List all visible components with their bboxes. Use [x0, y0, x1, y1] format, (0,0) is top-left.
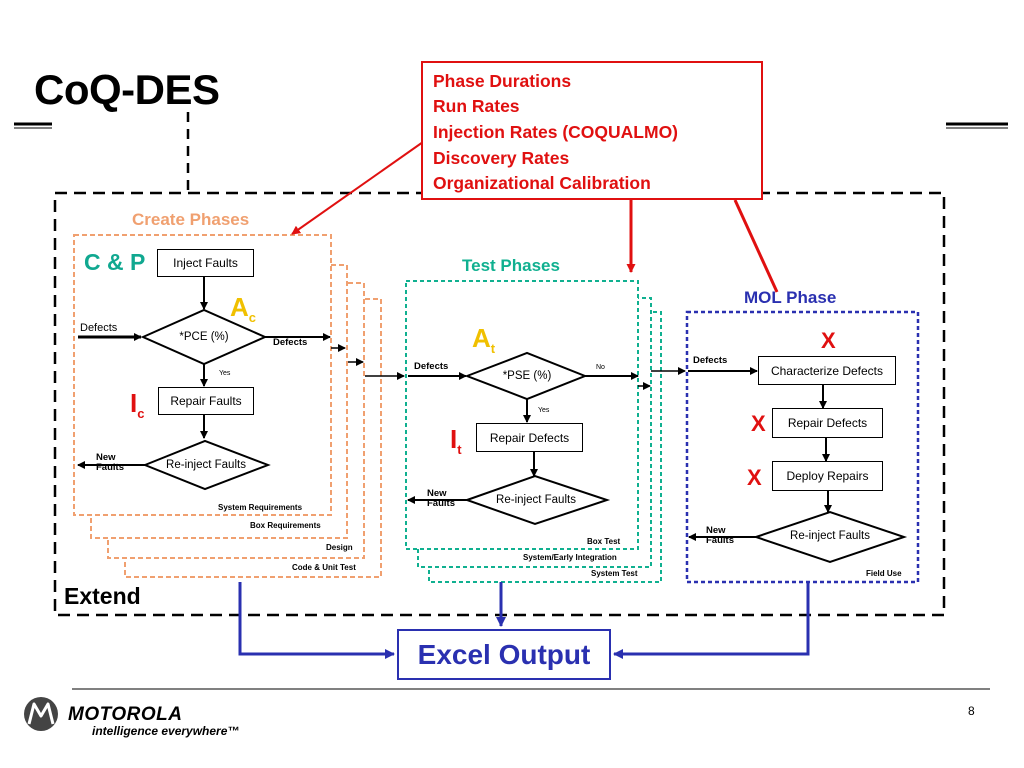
create-defects-in: Defects	[80, 322, 118, 334]
create-to-excel	[238, 582, 395, 659]
param-item: Run Rates	[433, 96, 520, 116]
param-arrow-create	[291, 141, 424, 235]
test-phases-title: Test Phases	[462, 256, 560, 275]
create-phases-title: Create Phases	[132, 210, 250, 229]
create-defects-out: Defects	[273, 337, 308, 348]
create-stack-1: System Requirements	[218, 503, 303, 512]
test-no: No	[596, 364, 605, 371]
pce-label: *PCE (%)	[179, 331, 229, 343]
param-item: Phase Durations	[433, 71, 572, 91]
at-label: At	[472, 323, 496, 357]
mol-x-2: X	[751, 411, 766, 436]
test-stack-2: System/Early Integration	[523, 553, 617, 562]
deploy-repairs-box: Deploy Repairs	[772, 461, 883, 491]
mol-to-excel	[613, 582, 810, 659]
test-reinject-label: Re-inject Faults	[496, 494, 576, 506]
page-title: CoQ-DES	[34, 66, 220, 113]
param-item: Organizational Calibration	[433, 173, 651, 193]
cp-label: C & P	[84, 249, 146, 275]
it-label: It	[450, 424, 462, 458]
create-stack-2: Box Requirements	[250, 521, 321, 530]
inject-faults-box: Inject Faults	[157, 249, 254, 277]
ac-label: Ac	[230, 292, 257, 326]
characterize-defects-box: Characterize Defects	[758, 356, 896, 385]
mol-reinject-diamond	[752, 510, 908, 564]
test-defects-in: Defects	[414, 361, 449, 372]
test-phase-box	[405, 280, 639, 550]
param-arrow-mol	[733, 199, 779, 293]
mol-stack-1: Field Use	[866, 569, 902, 578]
param-item: Discovery Rates	[433, 148, 570, 168]
ic-label: Ic	[130, 388, 145, 422]
test-yes: Yes	[538, 407, 550, 414]
param-item: Injection Rates (COQUALMO)	[433, 122, 679, 142]
mol-defects-in: Defects	[693, 355, 728, 366]
mol-phase-title: MOL Phase	[744, 288, 837, 307]
create-reinject-label: Re-inject Faults	[166, 459, 246, 471]
parameters-box: Phase Durations Run Rates Injection Rate…	[421, 61, 763, 200]
mol-repair-defects-box: Repair Defects	[772, 408, 883, 438]
create-stack-3: Design	[326, 543, 353, 552]
pse-label: *PSE (%)	[502, 370, 552, 382]
motorola-logo	[24, 697, 58, 731]
mol-x-1: X	[821, 328, 836, 353]
test-stack-1: Box Test	[587, 537, 621, 546]
create-reinject-diamond	[142, 439, 271, 491]
create-stack-4: Code & Unit Test	[292, 563, 356, 572]
test-stack-3: System Test	[591, 569, 638, 578]
page-number: 8	[968, 704, 975, 718]
extend-label: Extend	[64, 583, 141, 609]
mol-reinject-label: Re-inject Faults	[790, 530, 870, 542]
create-yes: Yes	[219, 370, 231, 377]
brand-tagline: intelligence everywhere™	[92, 724, 240, 738]
excel-output-box: Excel Output	[397, 629, 611, 680]
test-repair-defects-box: Repair Defects	[476, 423, 583, 452]
test-reinject-diamond	[463, 474, 611, 526]
brand-name: MOTOROLA	[68, 704, 183, 725]
mol-x-3: X	[747, 465, 762, 490]
repair-faults-box: Repair Faults	[158, 387, 254, 415]
